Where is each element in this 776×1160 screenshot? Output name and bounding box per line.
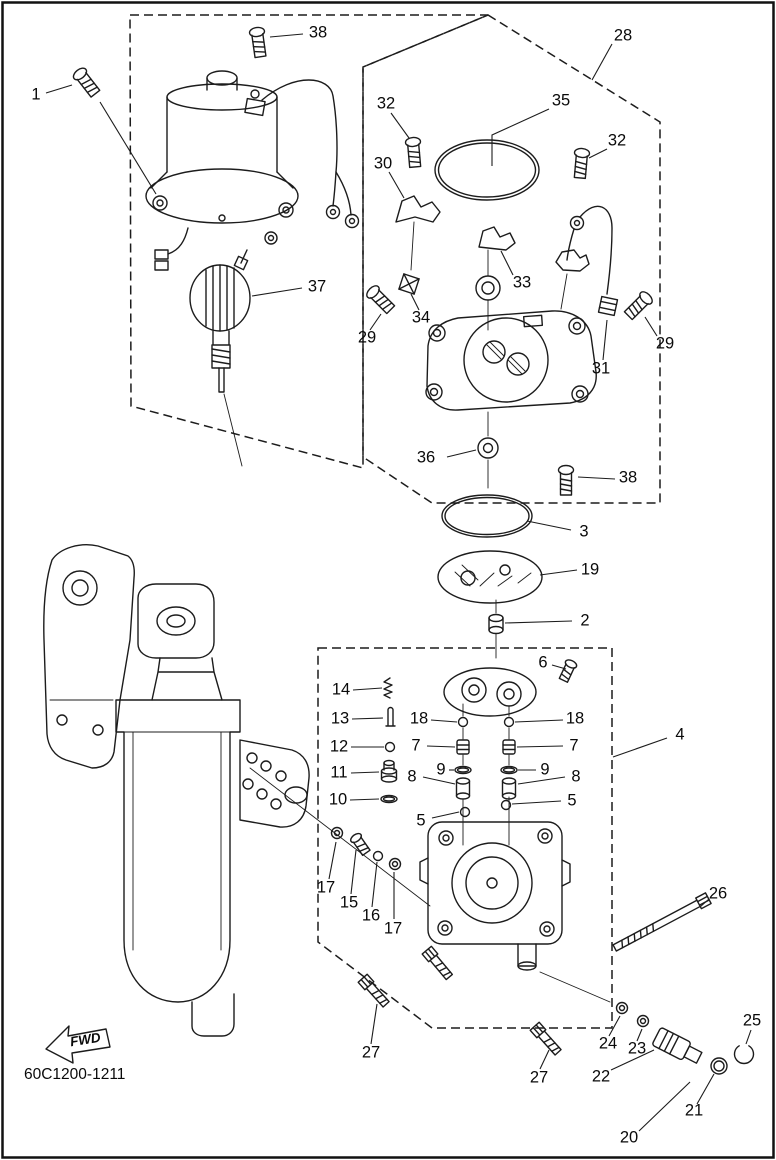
trim-motor-drawing	[145, 70, 360, 271]
bolt-26	[612, 892, 712, 952]
oring-21	[710, 1057, 728, 1075]
lower-fasteners-drawing	[357, 892, 755, 1075]
circlip-25	[733, 1045, 755, 1065]
part-2-drawing	[488, 599, 504, 659]
plate-19-drawing	[437, 550, 543, 604]
screw-38-top	[248, 25, 269, 59]
washer-24	[615, 1001, 629, 1015]
screw-1	[70, 65, 103, 100]
washer-23	[636, 1014, 650, 1028]
sub-assembly-boundary-4	[317, 647, 613, 1029]
diagram-code: 60C1200-1211	[24, 1066, 126, 1083]
tilt-cylinder-unit-drawing	[43, 544, 431, 1037]
leader-lines	[45, 33, 752, 1132]
coupler-22-20	[652, 1027, 703, 1064]
screw-27-left	[357, 973, 392, 1010]
fwd-label: FWD	[69, 1030, 102, 1050]
valve-body-assembly-drawing	[330, 657, 579, 982]
sub-assembly-boundary-28	[362, 14, 661, 504]
pump-assembly-drawing	[363, 136, 656, 496]
fwd-arrow: FWD	[45, 1025, 111, 1064]
oring-3-drawing	[441, 494, 533, 538]
armature-37-drawing	[189, 249, 251, 467]
